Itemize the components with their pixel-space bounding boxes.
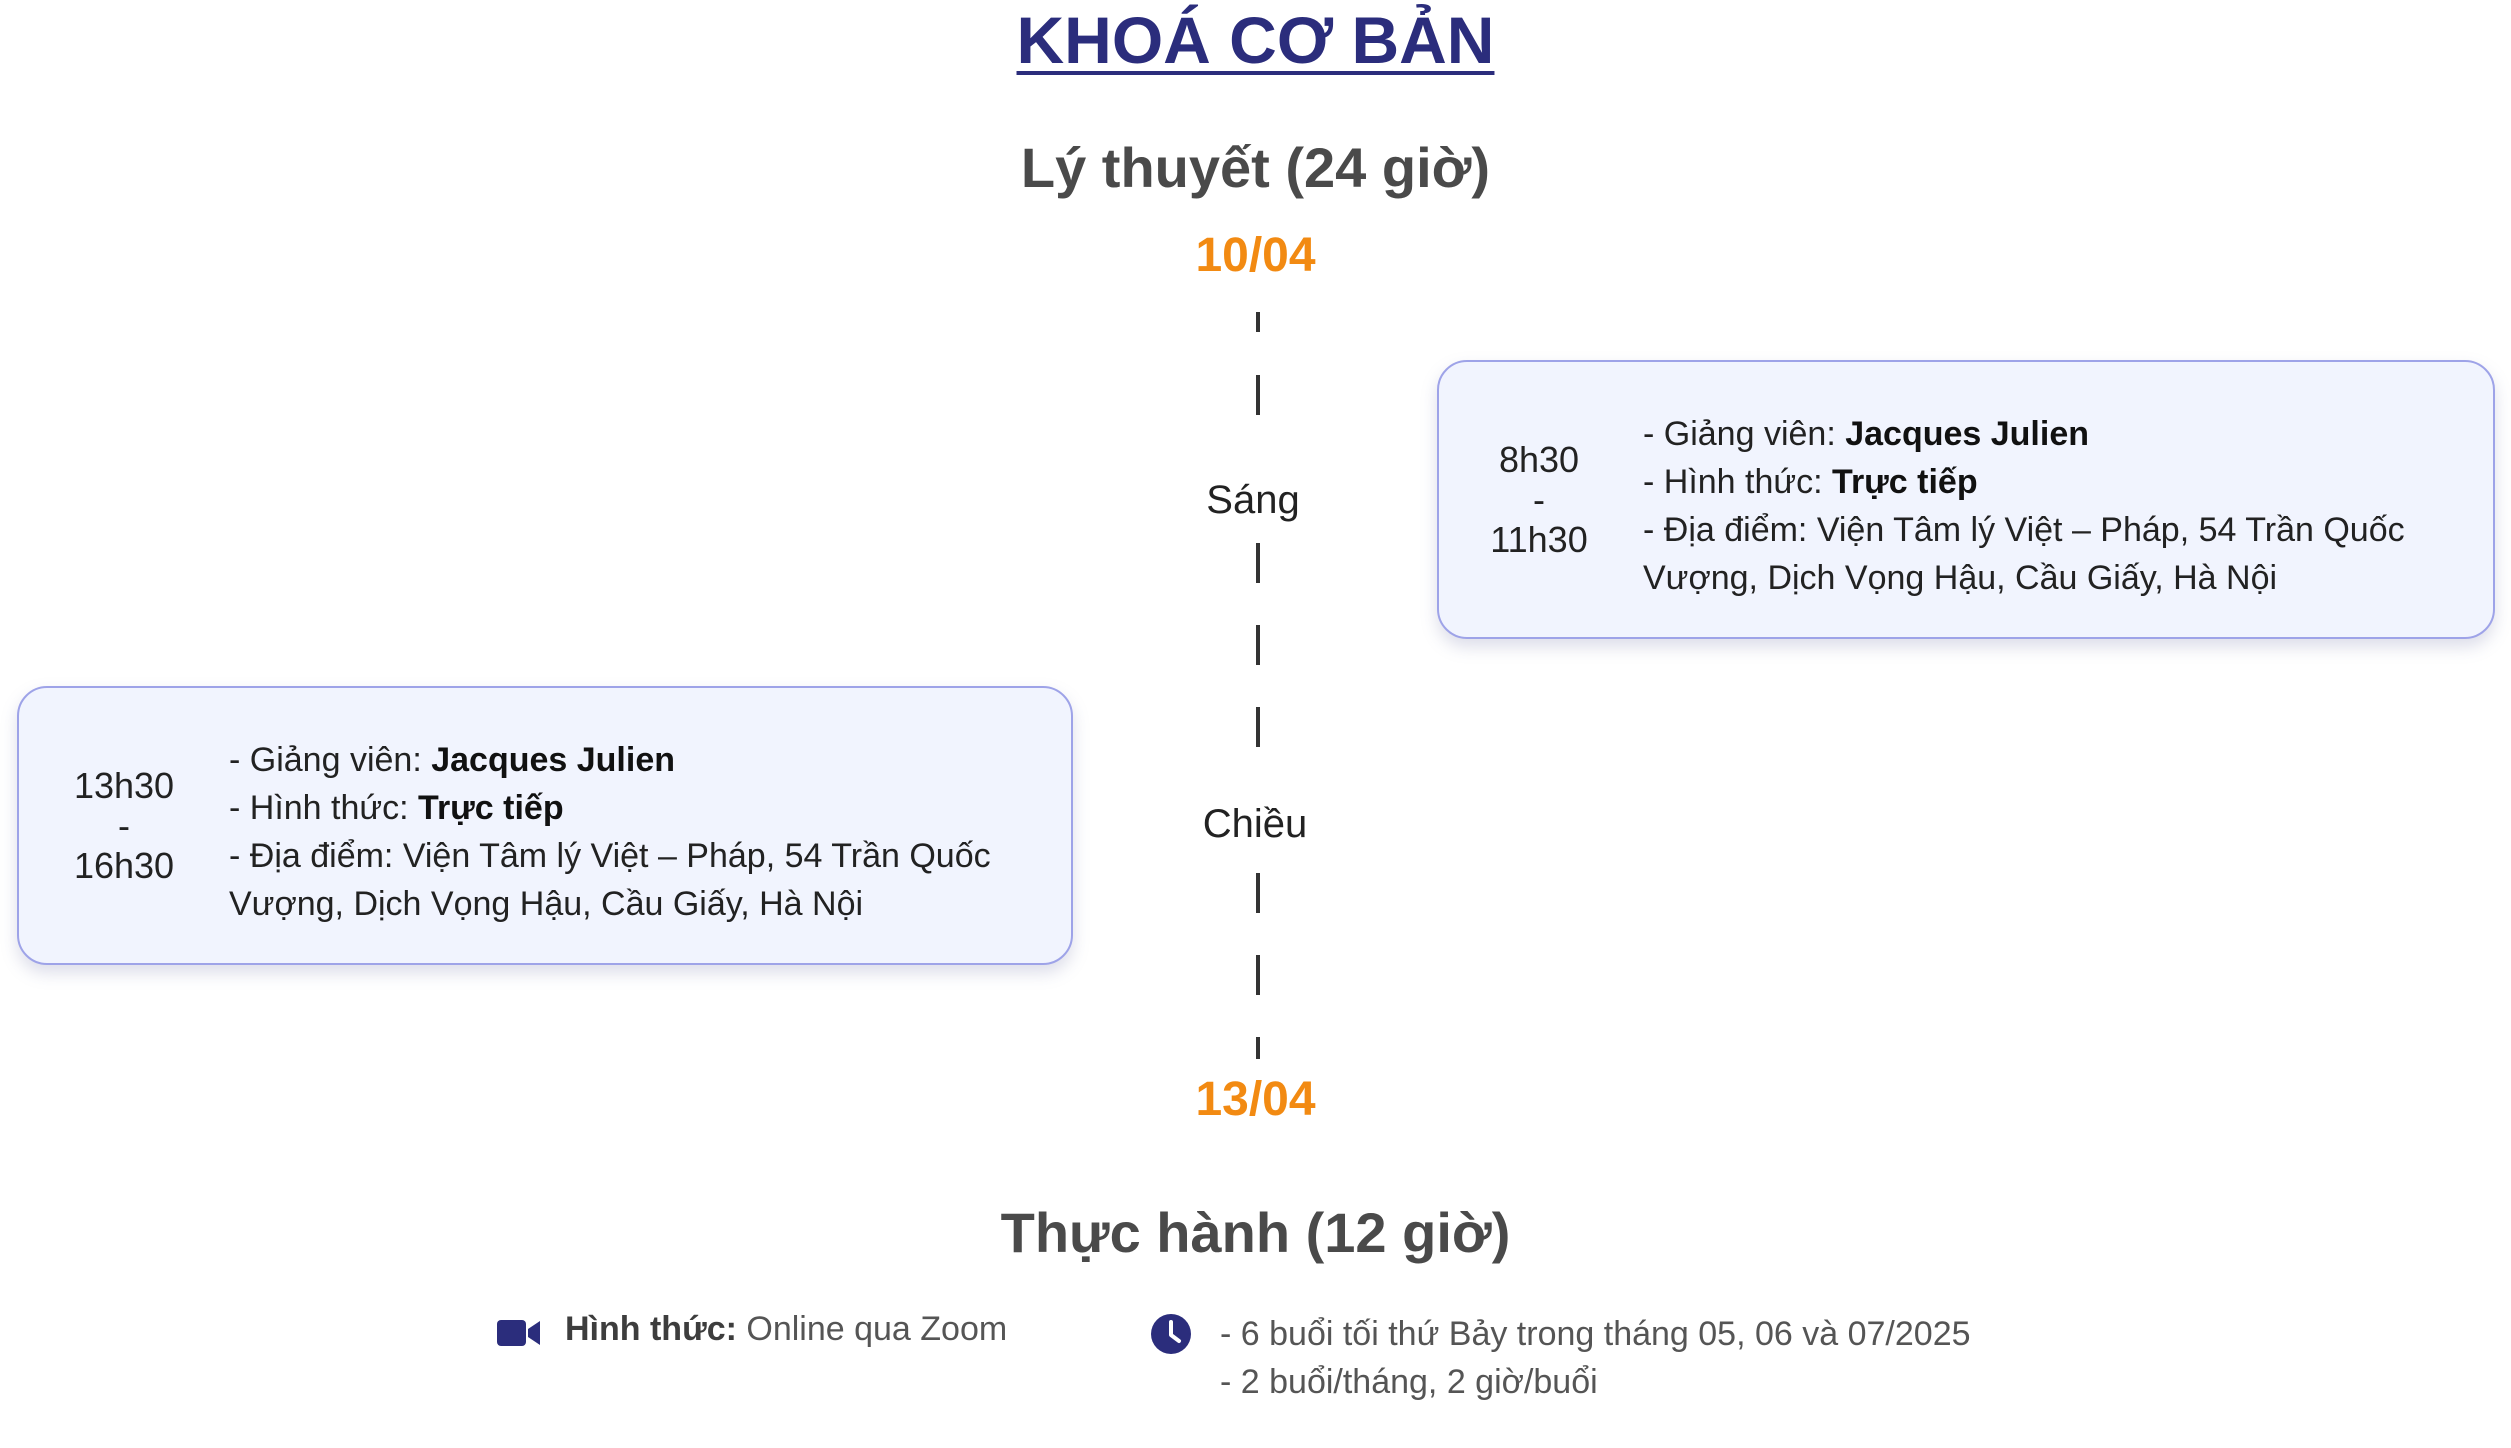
theory-section-title: Lý thuyết (24 giờ) bbox=[1020, 136, 1491, 199]
session-details: - Giảng viên: Jacques Julien - Hình thức… bbox=[1643, 410, 2473, 602]
lecturer-name: Jacques Julien bbox=[1845, 415, 2089, 453]
location-line-continued: Vượng, Dịch Vọng Hậu, Cầu Giấy, Hà Nội bbox=[1643, 559, 2278, 597]
session-time: 13h30 - 16h30 bbox=[59, 688, 189, 963]
afternoon-session-card: 13h30 - 16h30 - Giảng viên: Jacques Juli… bbox=[17, 686, 1073, 965]
schedule-line: - 6 buổi tối thứ Bảy trong tháng 05, 06 … bbox=[1220, 1315, 1971, 1353]
lecturer-line: - Giảng viên: Jacques Julien bbox=[229, 741, 675, 779]
timeline-dash bbox=[1256, 375, 1260, 415]
timeline-dash bbox=[1256, 955, 1260, 995]
session-end-time: 16h30 bbox=[73, 844, 175, 886]
morning-label: Sáng bbox=[1206, 478, 1300, 522]
practice-format-label: Hình thức: bbox=[565, 1310, 737, 1348]
video-camera-icon bbox=[497, 1320, 540, 1346]
session-time-separator: - bbox=[1533, 478, 1545, 520]
session-start-time: 8h30 bbox=[1498, 438, 1580, 480]
clock-icon bbox=[1151, 1314, 1191, 1354]
session-time-separator: - bbox=[118, 804, 130, 846]
session-start-time: 13h30 bbox=[73, 764, 175, 806]
location-line: - Địa điểm: Viện Tâm lý Việt – Pháp, 54 … bbox=[229, 837, 991, 875]
morning-session-card: 8h30 - 11h30 - Giảng viên: Jacques Julie… bbox=[1437, 360, 2495, 639]
practice-info: Hình thức: Online qua Zoom - 6 buổi tối … bbox=[0, 1300, 2511, 1420]
schedule-line: - 2 buổi/tháng, 2 giờ/buổi bbox=[1220, 1363, 1598, 1401]
timeline-dash bbox=[1256, 543, 1260, 583]
lecturer-name: Jacques Julien bbox=[431, 741, 675, 779]
practice-section-title: Thực hành (12 giờ) bbox=[1000, 1201, 1511, 1264]
session-end-time: 11h30 bbox=[1490, 518, 1588, 560]
format-value: Trực tiếp bbox=[418, 789, 564, 827]
timeline-dash bbox=[1256, 1037, 1260, 1059]
practice-schedule: - 6 buổi tối thứ Bảy trong tháng 05, 06 … bbox=[1220, 1310, 1971, 1406]
location-line: - Địa điểm: Viện Tâm lý Việt – Pháp, 54 … bbox=[1643, 511, 2405, 549]
format-value: Trực tiếp bbox=[1832, 463, 1978, 501]
timeline-dash bbox=[1256, 873, 1260, 913]
start-date: 10/04 bbox=[1195, 229, 1316, 282]
session-details: - Giảng viên: Jacques Julien - Hình thức… bbox=[229, 736, 1059, 928]
timeline-dash bbox=[1256, 625, 1260, 665]
format-line: - Hình thức: Trực tiếp bbox=[229, 789, 564, 827]
format-line: - Hình thức: Trực tiếp bbox=[1643, 463, 1978, 501]
afternoon-label: Chiều bbox=[1202, 802, 1308, 846]
location-line-continued: Vượng, Dịch Vọng Hậu, Cầu Giấy, Hà Nội bbox=[229, 885, 864, 923]
end-date: 13/04 bbox=[1195, 1073, 1316, 1126]
timeline-dash bbox=[1256, 312, 1260, 332]
practice-format-value: Online qua Zoom bbox=[736, 1310, 1008, 1348]
session-time: 8h30 - 11h30 bbox=[1479, 362, 1599, 637]
practice-format: Hình thức: Online qua Zoom bbox=[565, 1310, 1007, 1349]
lecturer-line: - Giảng viên: Jacques Julien bbox=[1643, 415, 2089, 453]
page-title: KHOÁ CƠ BẢN bbox=[1016, 3, 1495, 77]
timeline-dash bbox=[1256, 707, 1260, 747]
